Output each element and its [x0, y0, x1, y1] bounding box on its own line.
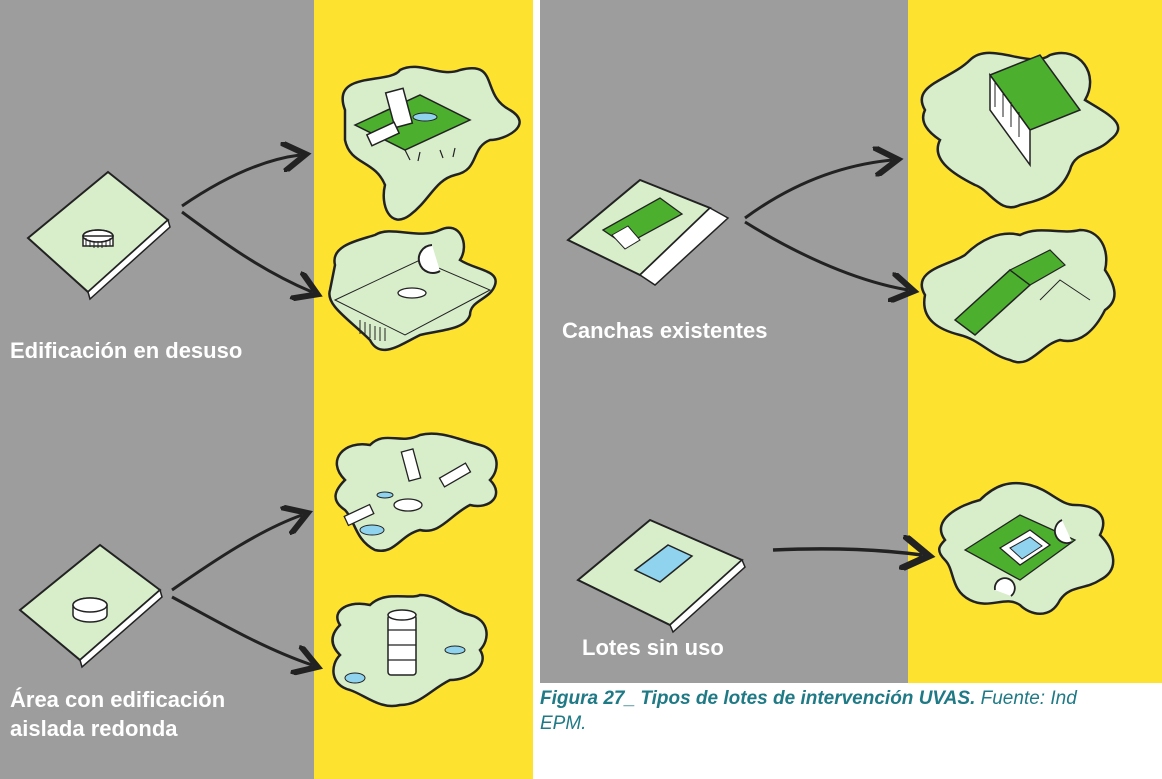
caption-source: Fuente: Ind	[975, 688, 1077, 709]
arrow-upper-1	[181, 155, 300, 208]
label-existing-courts: Canchas existentes	[562, 318, 768, 343]
caption-bold: Figura 27_ Tipos de lotes de intervenció…	[540, 688, 976, 709]
arrow-upper-3	[744, 160, 892, 220]
proposal-blob-2a	[334, 432, 498, 553]
caption-line2: EPM.	[540, 713, 587, 734]
label-area-round-line2: aislada redonda	[10, 716, 178, 741]
proposal-blob-3a	[920, 51, 1120, 209]
label-building-unused: Edificación en desuso	[10, 338, 243, 363]
proposal-blob-1b	[328, 226, 497, 352]
arrow-lower-3	[744, 220, 908, 290]
source-lot-unused	[576, 518, 746, 634]
source-lot-area-round	[18, 543, 163, 669]
label-unused-lots: Lotes sin uso	[582, 635, 724, 660]
source-lot-building-unused	[26, 170, 171, 301]
proposal-blob-4	[938, 481, 1115, 615]
arrow-lower-1	[181, 210, 312, 292]
proposal-blob-3b	[920, 228, 1116, 364]
figure-caption: Figura 27_ Tipos de lotes de intervenció…	[540, 686, 1160, 736]
left-gray-panel	[0, 0, 314, 779]
arrow-upper-2	[171, 515, 302, 592]
source-lot-courts	[566, 178, 730, 286]
arrow-lower-2	[171, 595, 312, 665]
proposal-blob-2b	[331, 593, 488, 708]
proposal-blob-1a	[341, 65, 521, 221]
label-area-round-line1: Área con edificación	[10, 687, 226, 712]
arrow-single-4	[772, 549, 922, 555]
